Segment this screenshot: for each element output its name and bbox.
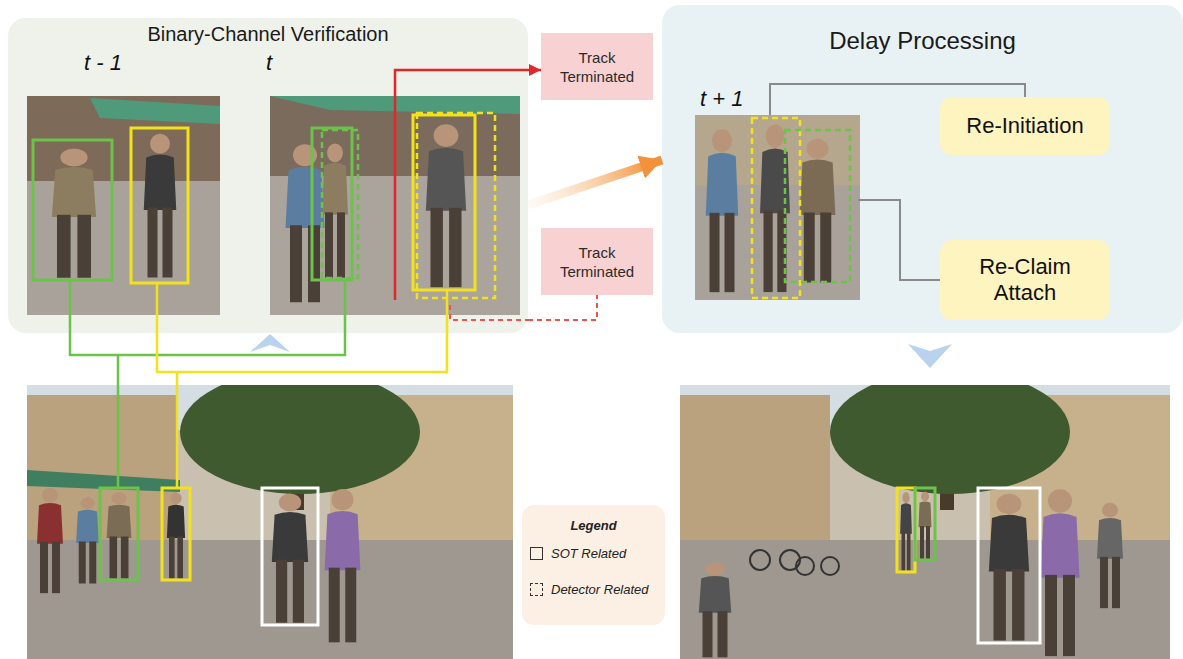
scene-left	[27, 385, 513, 659]
terminate-box: Track Terminated	[541, 228, 653, 295]
time-label: t - 1	[84, 50, 122, 76]
box-text: Re-Initiation	[966, 113, 1083, 139]
panel-title: Binary-Channel Verification	[8, 18, 528, 46]
track-links	[70, 280, 447, 488]
legend-swatch	[530, 547, 543, 560]
process-box: Re-Claim Attach	[940, 240, 1110, 320]
legend-row: Detector Related	[530, 582, 649, 597]
legend-row: SOT Related	[530, 546, 626, 561]
panel: Delay ProcessingRe-InitiationRe-Claim At…	[662, 5, 1183, 333]
legend-text: Detector Related	[551, 582, 649, 597]
time-label: t + 1	[700, 86, 743, 112]
legend-text: SOT Related	[551, 546, 626, 561]
scene-right	[680, 385, 1170, 659]
terminate-box: Track Terminated	[541, 33, 653, 100]
connector	[528, 69, 541, 72]
box-text: Track Terminated	[549, 243, 645, 281]
leader-lines	[395, 70, 1025, 320]
legend-title: Legend	[522, 518, 665, 533]
flow-arrows	[250, 334, 952, 368]
box-text: Re-Claim Attach	[948, 254, 1102, 306]
connector	[528, 160, 662, 205]
frame-t-plus-1	[695, 115, 860, 300]
frame-t-minus-1	[27, 96, 220, 315]
panel-title: Delay Processing	[662, 5, 1183, 55]
legend-swatch	[530, 583, 543, 596]
box-text: Track Terminated	[549, 48, 645, 86]
connector	[528, 295, 597, 320]
time-label: t	[266, 50, 272, 76]
process-box: Re-Initiation	[940, 97, 1110, 155]
